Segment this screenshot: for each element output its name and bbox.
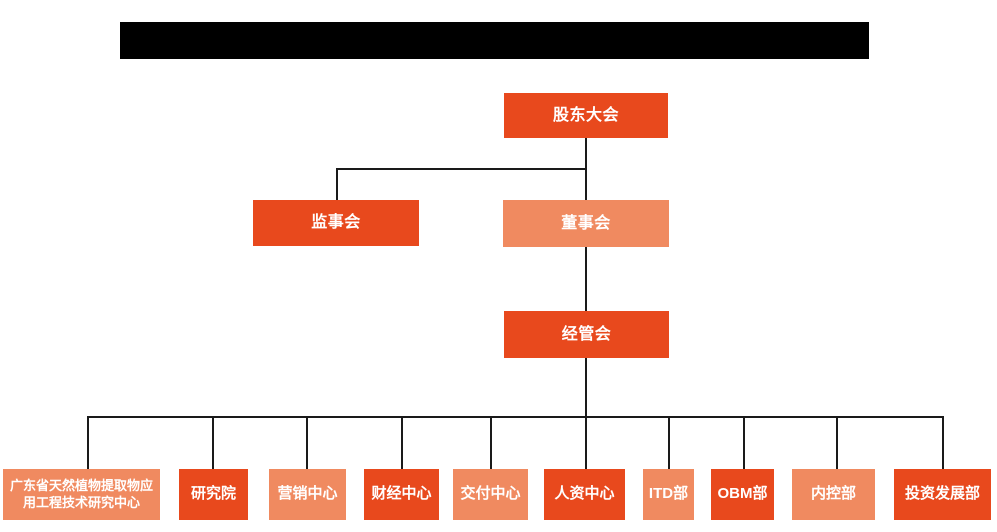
connector-dept-drop-6 (668, 416, 670, 469)
node-dept-obm-label: OBM部 (717, 485, 768, 503)
node-dept-marketing-center: 营销中心 (269, 469, 346, 520)
connector-branch-horizontal (336, 168, 587, 170)
node-shareholders-meeting: 股东大会 (504, 93, 668, 138)
node-dept-internal-control-label: 内控部 (810, 485, 856, 503)
connector-dept-drop-0 (87, 416, 89, 469)
connector-dept-drop-2 (306, 416, 308, 469)
node-dept-hr-center-label: 人资中心 (554, 485, 615, 503)
node-supervisory-board: 监事会 (253, 200, 419, 246)
connector-dept-drop-4 (490, 416, 492, 469)
node-supervisory-label: 监事会 (311, 214, 361, 231)
node-board-label: 董事会 (561, 214, 611, 232)
node-dept-research-institute: 研究院 (179, 469, 248, 520)
redacted-title-bar (120, 22, 869, 59)
connector-dept-drop-1 (212, 416, 214, 469)
connector-management-down (585, 358, 587, 417)
node-dept-delivery-center-label: 交付中心 (460, 485, 521, 503)
connector-supervisory-drop (336, 168, 338, 200)
connector-dept-drop-8 (836, 416, 838, 469)
node-dept-finance-center-label: 财经中心 (371, 485, 432, 503)
connector-dept-drop-5 (585, 416, 587, 469)
node-dept-internal-control: 内控部 (792, 469, 875, 520)
node-management-committee: 经管会 (504, 311, 669, 358)
connector-dept-drop-7 (743, 416, 745, 469)
node-management-label: 经管会 (561, 325, 612, 343)
node-dept-investment-development-label: 投资发展部 (904, 485, 980, 503)
connector-board-to-management (585, 246, 587, 311)
connector-dept-drop-3 (401, 416, 403, 469)
node-dept-finance-center: 财经中心 (364, 469, 439, 520)
node-dept-gd-research-center-label: 广东省天然植物提取物应用工程技术研究中心 (9, 478, 153, 510)
node-dept-hr-center: 人资中心 (544, 469, 625, 520)
node-dept-research-institute-label: 研究院 (190, 485, 236, 503)
node-board-of-directors: 董事会 (503, 200, 669, 247)
node-dept-delivery-center: 交付中心 (453, 469, 528, 520)
node-shareholders-label: 股东大会 (552, 106, 619, 124)
node-dept-itd-label: ITD部 (648, 485, 689, 503)
connector-departments-bus (87, 416, 944, 418)
node-dept-obm: OBM部 (711, 469, 774, 520)
node-dept-itd: ITD部 (643, 469, 694, 520)
node-dept-marketing-center-label: 营销中心 (277, 485, 338, 503)
connector-dept-drop-9 (942, 416, 944, 469)
node-dept-investment-development: 投资发展部 (894, 469, 991, 520)
node-dept-gd-research-center: 广东省天然植物提取物应用工程技术研究中心 (3, 469, 160, 520)
